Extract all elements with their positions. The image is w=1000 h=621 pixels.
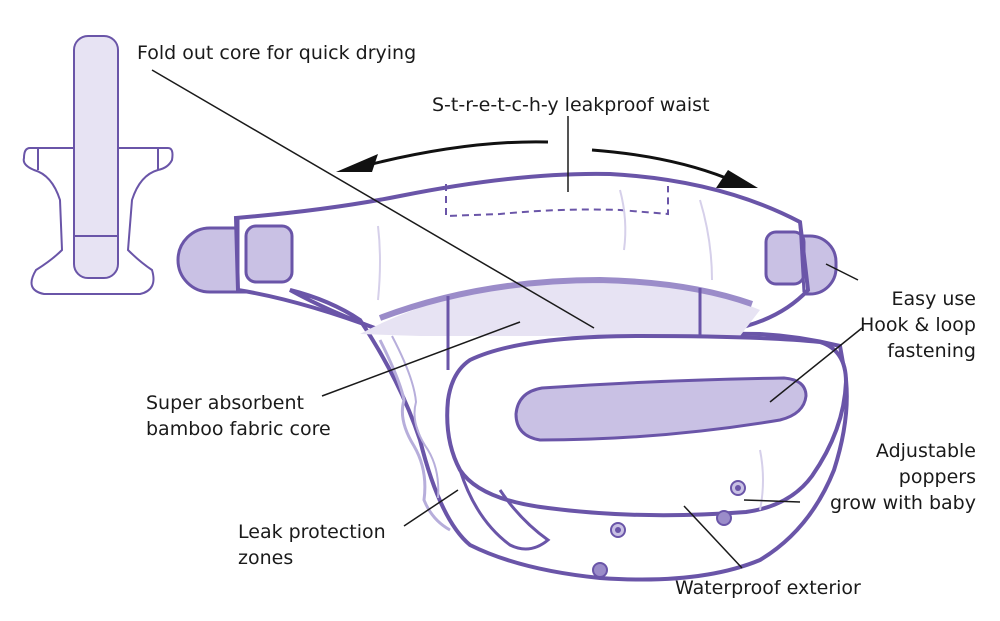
label-core-line-2: bamboo fabric core — [146, 418, 331, 440]
stretch-arrow-left-head — [336, 154, 378, 172]
label-exterior-text: Waterproof exterior — [675, 577, 861, 599]
crease-4 — [759, 449, 764, 511]
stretch-arrow-left-line — [371, 140, 549, 166]
hook-loop-strip — [514, 376, 808, 442]
label-leak: Leak protection zones — [238, 519, 386, 571]
waist-elastic-dashed — [445, 184, 669, 218]
label-exterior: Waterproof exterior — [675, 575, 861, 601]
label-waist: S-t-r-e-t-c-h-y leakproof waist — [432, 92, 710, 118]
popper — [716, 510, 732, 526]
poppers — [592, 480, 746, 578]
nappy-main — [176, 171, 849, 582]
crease-1 — [377, 225, 381, 301]
leader-lines — [151, 69, 863, 569]
leg-cuff — [458, 469, 551, 551]
label-core: Super absorbent bamboo fabric core — [146, 390, 331, 442]
leader-leak — [403, 489, 459, 527]
right-wing-seam — [798, 221, 806, 293]
leader-core — [321, 321, 521, 397]
label-fold-out-core: Fold out core for quick drying — [137, 40, 416, 66]
label-core-line-1: Super absorbent — [146, 392, 304, 414]
unfolded-core-pad — [73, 35, 119, 279]
stretch-arrow-right-line — [591, 148, 727, 180]
crease-3 — [699, 199, 713, 281]
label-poppers-line-2: poppers — [898, 466, 976, 488]
popper — [735, 485, 741, 491]
leader-fastening — [825, 263, 859, 281]
label-poppers-line-1: Adjustable — [875, 440, 976, 462]
left-wing-square — [244, 224, 294, 284]
absorbent-core-edge — [378, 276, 754, 321]
label-fastening: Easy use Hook & loop fastening — [830, 286, 976, 364]
label-leak-line-2: zones — [238, 547, 294, 569]
leader-poppers — [743, 499, 801, 503]
label-waist-text: S-t-r-e-t-c-h-y leakproof waist — [432, 94, 710, 116]
leader-fold-out-core — [151, 69, 595, 329]
stretch-arrows — [336, 140, 758, 188]
popper — [592, 562, 608, 578]
label-fastening-line-3: fastening — [887, 340, 976, 362]
label-poppers-line-3: grow with baby — [829, 492, 976, 514]
label-fastening-line-1: Easy use — [891, 288, 976, 310]
label-fastening-line-2: Hook & loop — [859, 314, 976, 336]
crease-2 — [619, 189, 627, 251]
popper — [615, 527, 621, 533]
stretch-arrow-right-head — [716, 170, 758, 188]
leader-exterior — [683, 505, 743, 569]
label-leak-line-1: Leak protection — [238, 521, 386, 543]
label-poppers: Adjustable poppers grow with baby — [800, 438, 976, 516]
leader-fastening-strip — [769, 327, 863, 403]
leak-guard-ruffle-2 — [391, 335, 440, 499]
label-fold-out-core-text: Fold out core for quick drying — [137, 42, 417, 64]
right-wing-square — [764, 230, 806, 286]
unfolded-nappy-icon — [22, 35, 174, 295]
